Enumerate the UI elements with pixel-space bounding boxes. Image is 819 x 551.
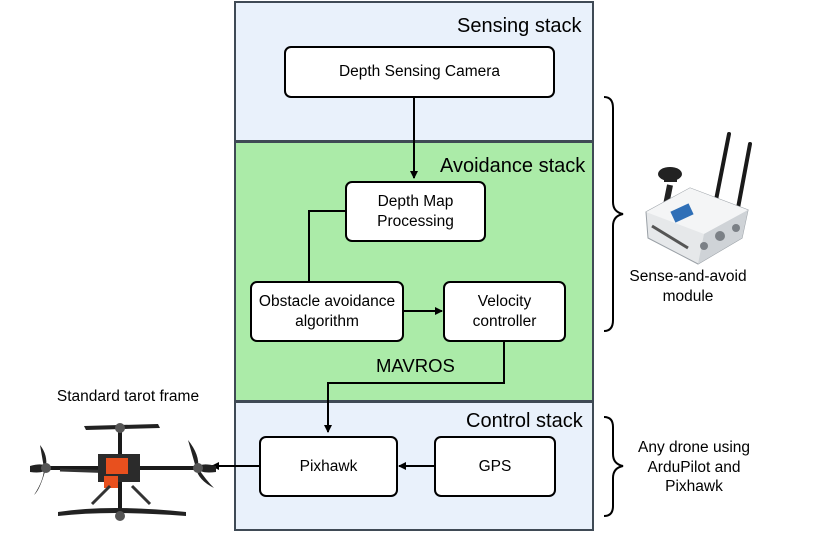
depth-map-processing-node: Depth Map Processing bbox=[345, 181, 486, 242]
depth-sensing-camera-node: Depth Sensing Camera bbox=[284, 46, 555, 98]
control-stack-title: Control stack bbox=[466, 410, 583, 432]
any-drone-label: Any drone using ArduPilot and Pixhawk bbox=[637, 439, 751, 495]
brace-control bbox=[603, 416, 624, 517]
tarot-drone-image bbox=[30, 423, 216, 521]
obstacle-avoidance-node: Obstacle avoidance algorithm bbox=[250, 281, 404, 342]
pixhawk-node: Pixhawk bbox=[259, 436, 398, 497]
sense-and-avoid-module-label: Sense-and-avoid module bbox=[629, 268, 747, 305]
standard-tarot-frame-label: Standard tarot frame bbox=[56, 388, 200, 405]
mavros-label: MAVROS bbox=[376, 355, 455, 376]
edge-velocity-to-pixhawk bbox=[324, 342, 505, 433]
edge-depthmap-obstacle bbox=[308, 210, 346, 282]
gps-node: GPS bbox=[434, 436, 556, 497]
sensing-stack-title: Sensing stack bbox=[457, 15, 582, 37]
sense-avoid-module-image bbox=[645, 132, 752, 265]
avoidance-stack-title: Avoidance stack bbox=[440, 155, 586, 177]
brace-sense-avoid bbox=[603, 96, 624, 332]
velocity-controller-node: Velocity controller bbox=[443, 281, 566, 342]
